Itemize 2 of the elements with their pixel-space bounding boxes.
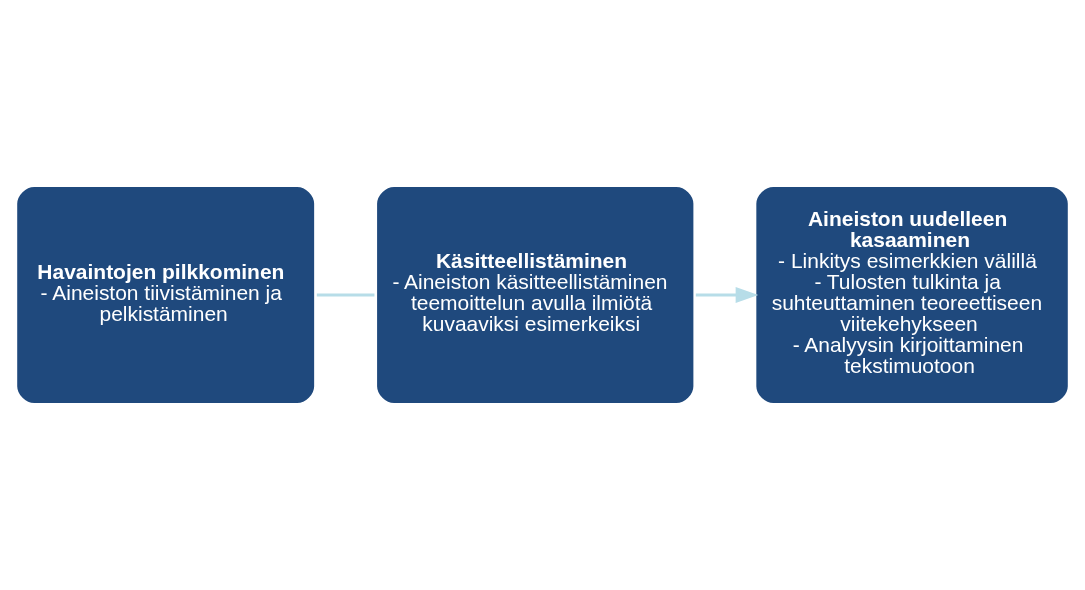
arrow [695, 287, 759, 303]
connector [316, 293, 375, 297]
